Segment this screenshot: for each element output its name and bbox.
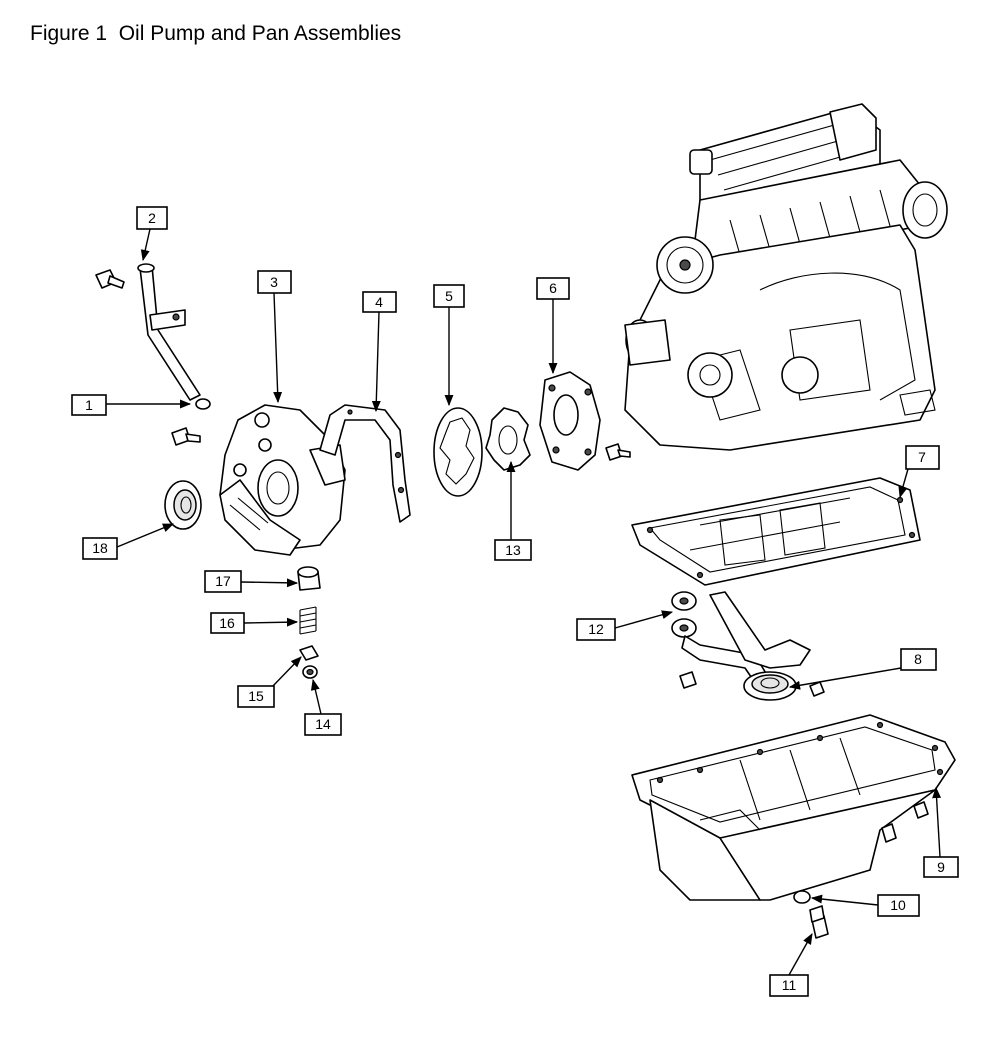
dipstick-o-ring	[195, 398, 211, 410]
oil-strainer-assembly	[681, 591, 811, 701]
dipstick-bolt	[95, 269, 125, 289]
pan-stud-nut-2	[913, 801, 929, 819]
pump-cover-plate	[539, 371, 601, 471]
callout-1-label: 1	[85, 397, 93, 413]
callout-12: 12	[576, 618, 616, 641]
oil-dipstick-tube	[137, 263, 201, 401]
callout-10: 10	[877, 894, 920, 917]
callout-3-label: 3	[270, 274, 278, 290]
relief-valve-spring	[299, 606, 317, 635]
engine-block-illustration	[624, 103, 948, 451]
callout-16-label: 16	[219, 615, 235, 631]
callout-6-label: 6	[549, 280, 557, 296]
leader-lines	[106, 228, 942, 976]
callout-15-label: 15	[248, 688, 264, 704]
callout-17-label: 17	[215, 573, 231, 589]
callout-3: 3	[257, 270, 292, 294]
callout-5-label: 5	[445, 288, 453, 304]
callout-11-label: 11	[782, 977, 797, 993]
oil-pan-baffle	[631, 477, 921, 586]
drive-rotor	[485, 407, 531, 471]
oil-pump-gasket	[319, 404, 411, 523]
callout-2-label: 2	[148, 210, 156, 226]
callout-14: 14	[304, 713, 342, 736]
drain-plug	[809, 905, 829, 939]
strainer-nut-left	[679, 671, 697, 689]
callout-8: 8	[900, 648, 937, 671]
callout-5: 5	[433, 284, 465, 308]
crankshaft-oil-seal	[164, 480, 202, 530]
relief-valve-plunger	[297, 566, 321, 591]
callout-2: 2	[136, 206, 168, 230]
figure-title: Figure 1 Oil Pump and Pan Assemblies	[30, 22, 402, 45]
callout-16: 16	[210, 612, 245, 634]
callout-13-label: 13	[505, 542, 521, 558]
callout-9: 9	[923, 856, 959, 878]
relief-valve-retainer	[299, 645, 319, 661]
oil-pump-body	[219, 404, 346, 556]
pump-bolt	[171, 427, 201, 446]
relief-valve-snap-ring	[302, 665, 318, 679]
callout-10-label: 10	[890, 897, 906, 913]
callout-4: 4	[362, 291, 397, 313]
driven-rotor	[433, 407, 483, 497]
callout-9-label: 9	[937, 859, 945, 875]
callout-6: 6	[536, 277, 570, 300]
oil-pan	[631, 714, 956, 901]
strainer-nut-right	[809, 681, 825, 697]
pump-cover-screw	[605, 443, 631, 461]
callout-7: 7	[905, 445, 940, 470]
callout-15: 15	[237, 685, 275, 708]
callout-11: 11	[769, 974, 809, 997]
pan-stud-nut-1	[881, 823, 897, 843]
callout-8-label: 8	[914, 651, 922, 667]
drain-plug-gasket	[793, 890, 811, 904]
callout-7-label: 7	[918, 449, 926, 465]
callout-18: 18	[82, 537, 118, 560]
callout-14-label: 14	[315, 716, 331, 732]
callout-12-label: 12	[588, 621, 604, 637]
callout-18-label: 18	[92, 540, 108, 556]
callout-4-label: 4	[375, 294, 383, 310]
callout-13: 13	[494, 539, 532, 561]
callout-1: 1	[71, 394, 107, 416]
oil-strainer-gaskets	[671, 591, 697, 638]
callout-17: 17	[204, 570, 242, 593]
